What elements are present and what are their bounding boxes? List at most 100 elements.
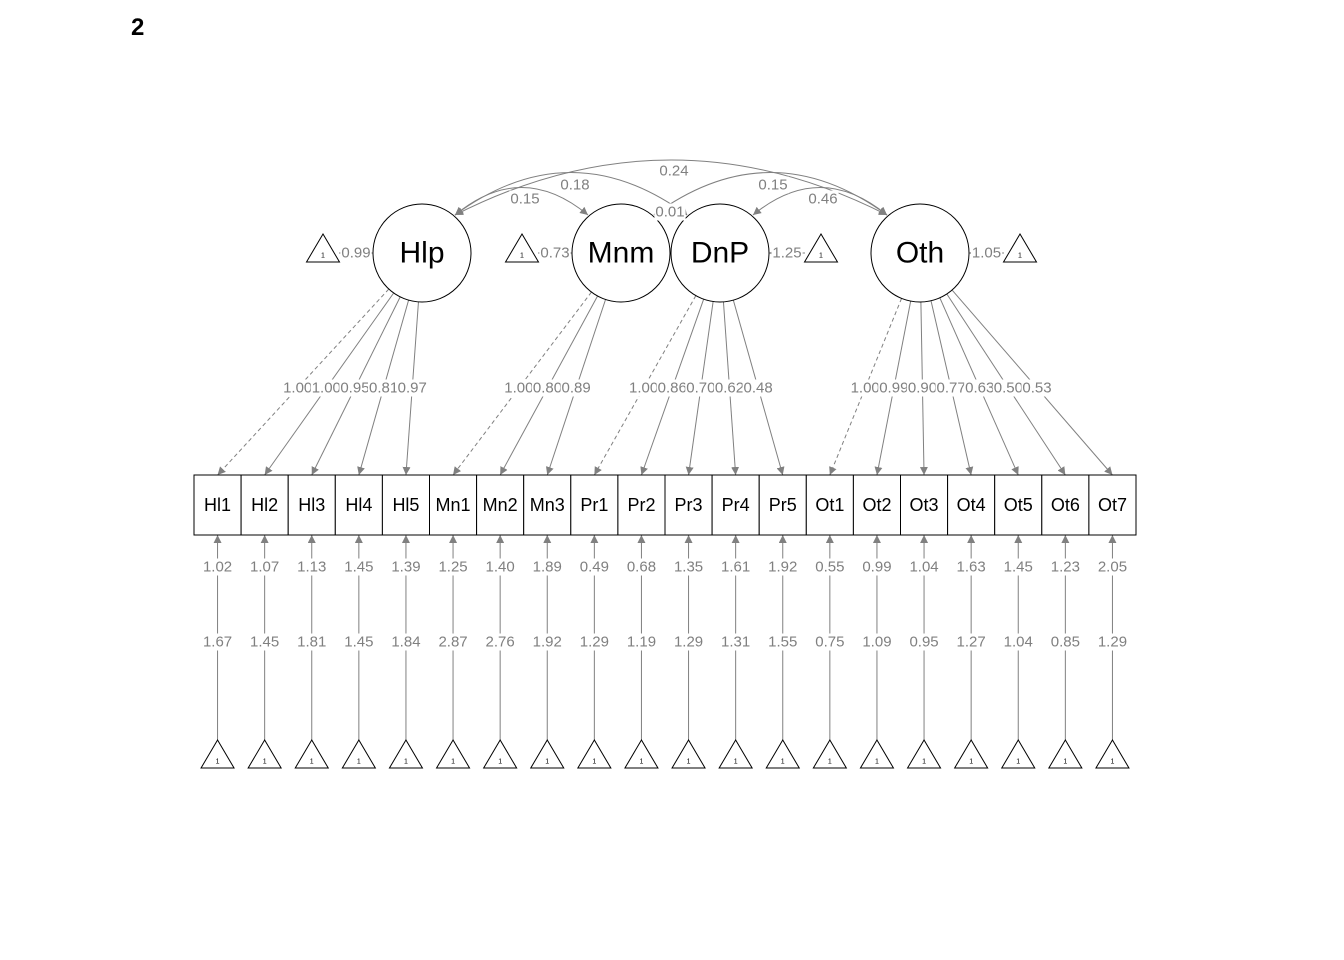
loading-value-bg [282, 379, 314, 397]
latent-intercept-triangle-symbol: 1 [520, 253, 524, 260]
manifest-box [852, 474, 902, 536]
loading-value: 0.89 [562, 380, 591, 397]
manifest-box [193, 474, 242, 536]
manifest-intercept-value-bg [625, 633, 658, 651]
manifest-residual-value-bg [720, 558, 752, 576]
manifest-label: Pr3 [675, 495, 703, 515]
covariance-value-bg [559, 176, 591, 194]
manifest-residual-value: 0.55 [815, 559, 844, 576]
latent-intercept-value-bg [539, 244, 571, 262]
manifest-intercept-triangle [1000, 739, 1036, 769]
loading-value-bg [339, 379, 371, 397]
manifest-residual-value-bg [1049, 558, 1081, 576]
latent-intercept-value-bg [771, 244, 803, 262]
manifest-intercept-triangle-symbol: 1 [969, 759, 973, 766]
manifest-intercept-value: 1.27 [957, 634, 986, 651]
manifest-intercept-triangle [200, 739, 235, 769]
manifest-label: Ot7 [1098, 495, 1127, 515]
manifest-residual-value: 1.45 [344, 559, 373, 576]
manifest-intercept-value-bg [908, 633, 940, 651]
manifest-intercept-value: 1.45 [344, 634, 373, 651]
manifest-intercept-value: 1.09 [862, 634, 891, 651]
loading-value-bg [935, 379, 967, 397]
manifest-intercept-triangle-symbol: 1 [498, 759, 502, 766]
manifest-intercept-value: 0.85 [1051, 634, 1080, 651]
manifest-intercept-value: 1.84 [391, 634, 420, 651]
manifest-intercept-triangle-symbol: 1 [828, 759, 832, 766]
manifest-intercept-value: 1.29 [1098, 634, 1127, 651]
manifest-intercept-triangle-symbol: 1 [1063, 759, 1067, 766]
manifest-box [994, 474, 1043, 536]
loading-value: 0.50 [994, 380, 1023, 397]
loading-value-bg [964, 379, 996, 397]
manifest-residual-value: 0.49 [580, 559, 609, 576]
manifest-label: Ot1 [815, 495, 844, 515]
manifest-intercept-value: 1.29 [580, 634, 609, 651]
manifest-intercept-triangle [529, 739, 565, 769]
manifest-intercept-triangle-symbol: 1 [451, 759, 455, 766]
latent-intercept-value-bg [340, 244, 372, 262]
latent-intercept-triangle [305, 233, 341, 263]
manifest-intercept-value: 1.92 [533, 634, 562, 651]
manifest-intercept-value-bg [390, 633, 422, 651]
loading-value: 0.53 [1022, 380, 1051, 397]
manifest-intercept-triangle [482, 739, 518, 769]
loading-arrow [829, 298, 903, 476]
loading-value-bg [310, 379, 342, 397]
manifest-intercept-value: 0.75 [815, 634, 844, 651]
loading-value-bg [656, 379, 688, 397]
manifest-intercept-value: 1.19 [627, 634, 656, 651]
manifest-box [900, 474, 949, 536]
manifest-intercept-triangle [435, 739, 471, 769]
loading-value: 0.70 [686, 380, 715, 397]
manifest-intercept-value-bg [484, 633, 516, 651]
manifest-intercept-value-bg [296, 633, 328, 651]
covariance-value-bg [654, 203, 686, 221]
loading-value-bg [627, 379, 660, 397]
manifest-residual-value-bg [390, 558, 422, 576]
latent-intercept-triangle [1002, 233, 1038, 263]
covariance-value: 0.46 [808, 191, 837, 208]
latent-intercept-triangle-symbol: 1 [1018, 253, 1022, 260]
covariance-value: 0.01 [655, 204, 684, 221]
latent-intercept-value-bg [970, 244, 1003, 262]
manifest-box [758, 474, 807, 536]
manifest-box [476, 474, 525, 536]
latent-circle [372, 203, 472, 303]
latent-intercept-value: 1.25 [772, 245, 801, 262]
manifest-residual-value-bg [531, 558, 563, 576]
manifest-residual-value-bg [861, 558, 893, 576]
manifest-box [664, 474, 713, 536]
manifest-residual-value-bg [343, 558, 375, 576]
manifest-label: Ot5 [1004, 495, 1033, 515]
manifest-residual-value: 1.13 [297, 559, 326, 576]
manifest-residual-value: 1.04 [909, 559, 938, 576]
latent-label: DnP [691, 237, 749, 270]
manifest-residual-value-bg [578, 558, 610, 576]
manifest-intercept-triangle [765, 739, 801, 769]
manifest-intercept-triangle-symbol: 1 [263, 759, 267, 766]
loading-arrow [593, 295, 697, 476]
manifest-intercept-value: 1.67 [203, 634, 232, 651]
manifest-intercept-value-bg [343, 633, 375, 651]
loading-value-bg [503, 379, 535, 397]
manifest-intercept-triangle-symbol: 1 [357, 759, 361, 766]
manifest-box [570, 474, 619, 536]
manifest-residual-value: 0.99 [862, 559, 891, 576]
loading-value-bg [878, 379, 910, 397]
manifest-intercept-value-bg [249, 633, 281, 651]
manifest-intercept-triangle [1095, 739, 1130, 769]
covariance-value-bg [509, 190, 541, 208]
manifest-intercept-value-bg [672, 633, 705, 651]
manifest-residual-value: 1.35 [674, 559, 703, 576]
manifest-intercept-triangle-symbol: 1 [734, 759, 738, 766]
manifest-box [711, 474, 760, 536]
latent-intercept-triangle-symbol: 1 [321, 253, 325, 260]
loading-value: 0.80 [533, 380, 562, 397]
manifest-intercept-triangle-symbol: 1 [310, 759, 314, 766]
manifest-intercept-value: 1.45 [250, 634, 279, 651]
covariance-value-bg [658, 162, 690, 180]
loading-value: 0.95 [340, 380, 369, 397]
manifest-intercept-value: 2.76 [486, 634, 515, 651]
